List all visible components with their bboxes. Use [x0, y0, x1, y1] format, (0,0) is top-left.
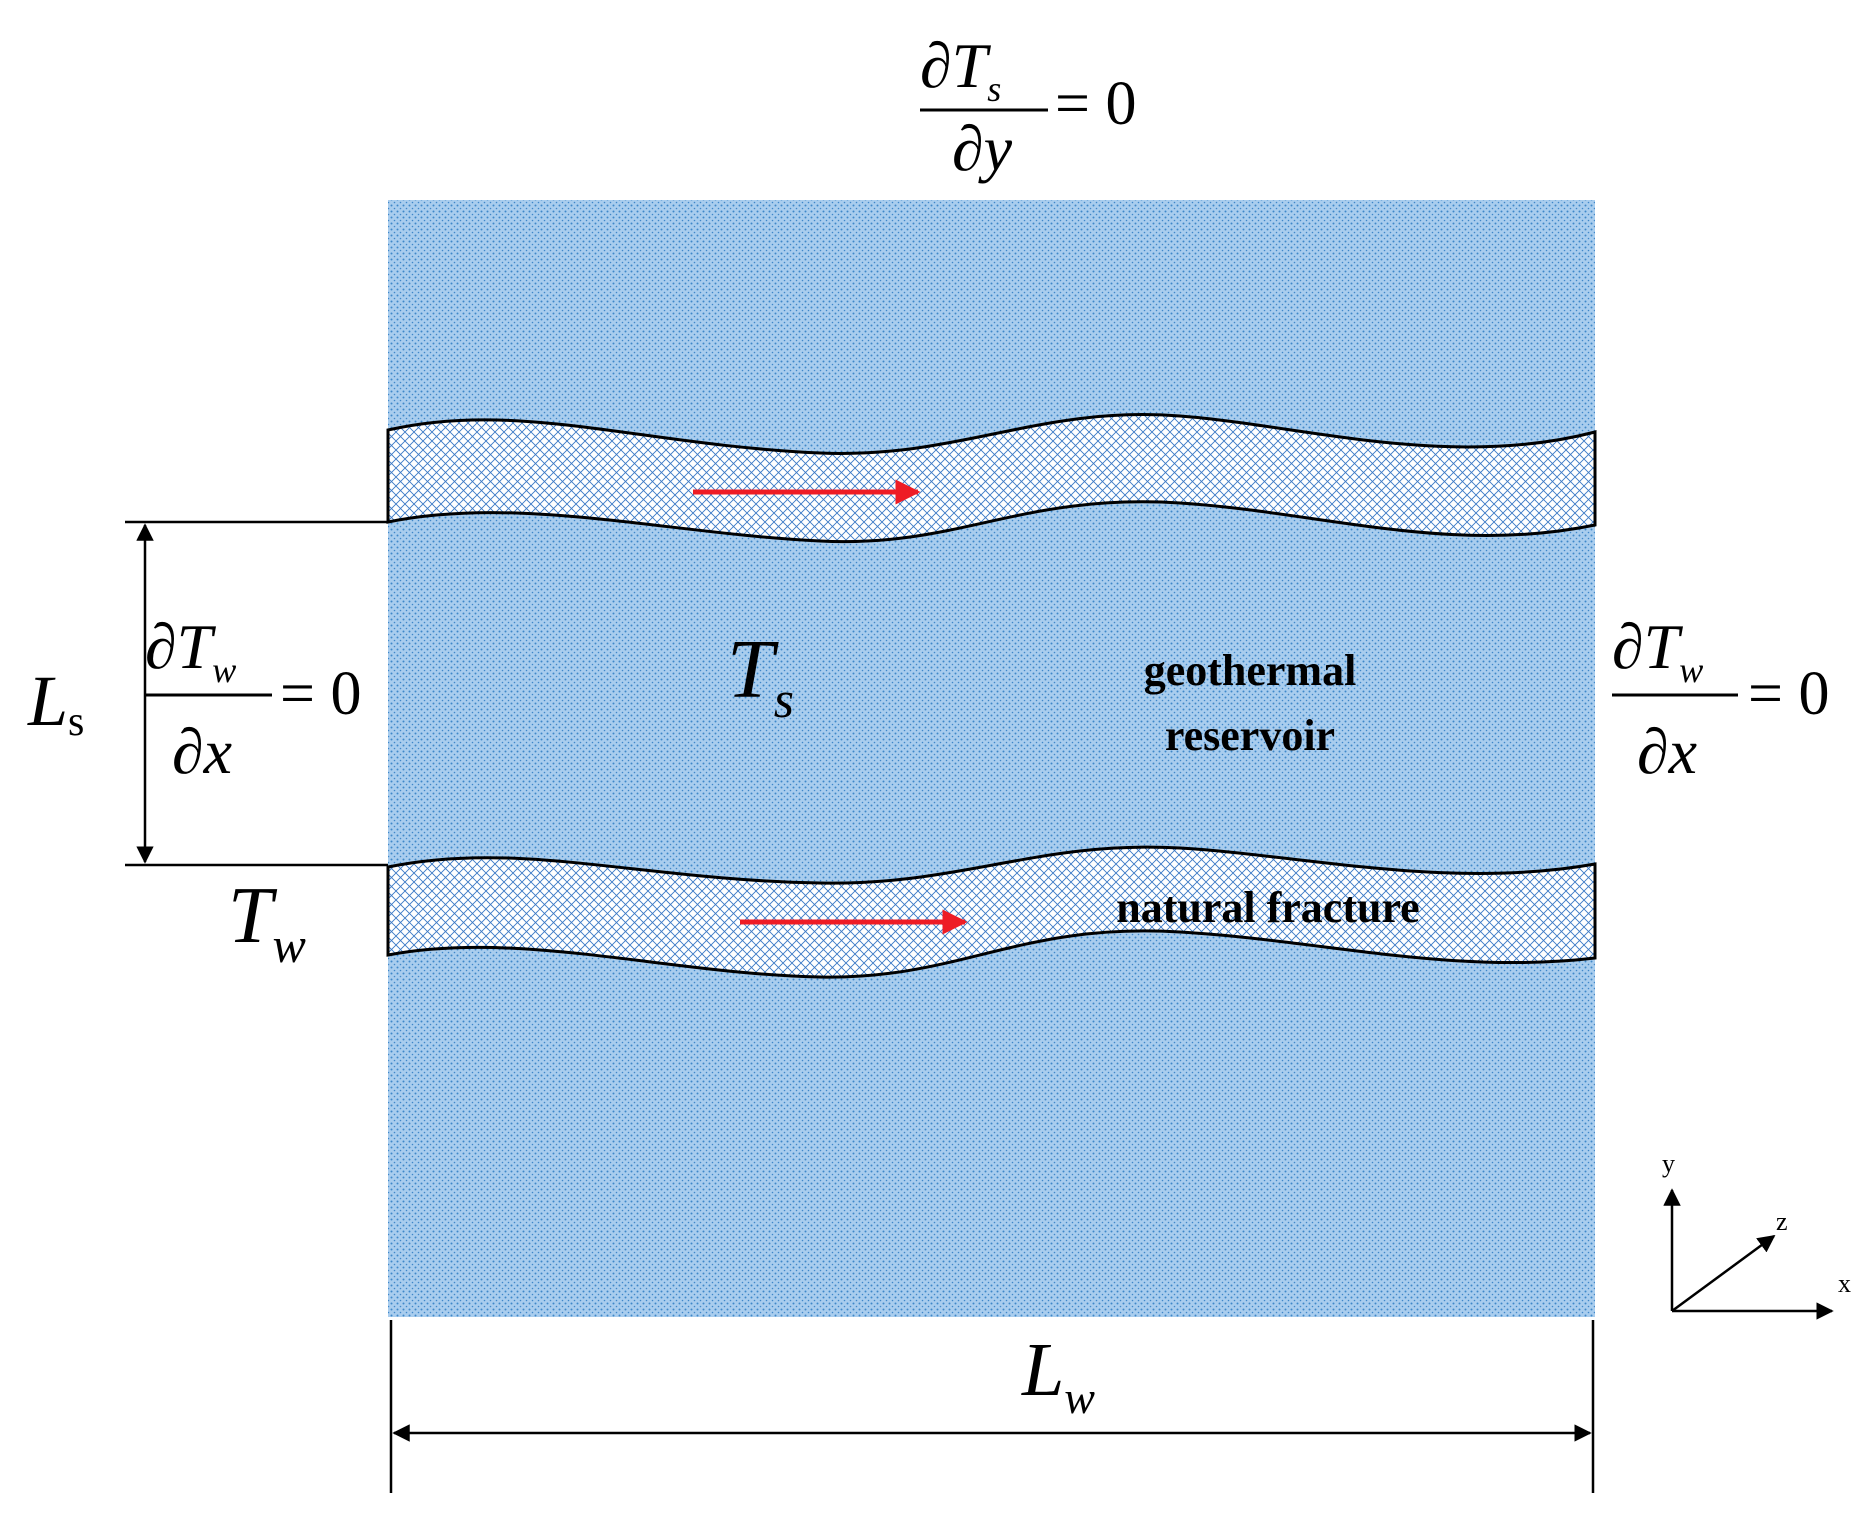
svg-text:∂Tw: ∂Tw	[145, 611, 236, 690]
svg-text:∂x: ∂x	[172, 716, 232, 787]
partial-symbol: ∂	[920, 30, 952, 101]
boundary-condition-top: ∂Ts ∂y = 0	[920, 30, 1136, 184]
boundary-condition-left: ∂Tw ∂x = 0	[145, 611, 361, 787]
svg-text:∂Tw: ∂Tw	[1612, 611, 1703, 690]
reservoir-label-line2: reservoir	[1165, 711, 1335, 760]
z-axis-arrow	[1671, 1234, 1776, 1313]
lower-natural-fracture	[386, 845, 1597, 979]
fracture-label: natural fracture	[1116, 883, 1419, 932]
tw-label: Tw	[228, 872, 306, 973]
upper-natural-fracture	[386, 413, 1597, 544]
z-axis-label: z	[1776, 1207, 1788, 1236]
geothermal-reservoir-block	[388, 200, 1595, 1317]
coordinate-axes: y x z	[1662, 1149, 1851, 1320]
svg-text:∂Ts: ∂Ts	[920, 30, 1001, 109]
svg-text:= 0: = 0	[1748, 660, 1829, 728]
svg-text:= 0: = 0	[280, 660, 361, 728]
svg-text:= 0: = 0	[1055, 70, 1136, 138]
boundary-condition-right: ∂Tw ∂x = 0	[1612, 611, 1829, 787]
svg-text:∂x: ∂x	[1637, 716, 1697, 787]
svg-text:∂y: ∂y	[952, 113, 1013, 184]
lw-label: Lw	[1021, 1328, 1095, 1423]
ts-label: Ts	[727, 623, 794, 729]
y-axis-label: y	[1662, 1149, 1675, 1178]
x-axis-label: x	[1838, 1269, 1851, 1298]
ls-label: Ls	[27, 661, 84, 745]
reservoir-label-line1: geothermal	[1144, 646, 1357, 695]
